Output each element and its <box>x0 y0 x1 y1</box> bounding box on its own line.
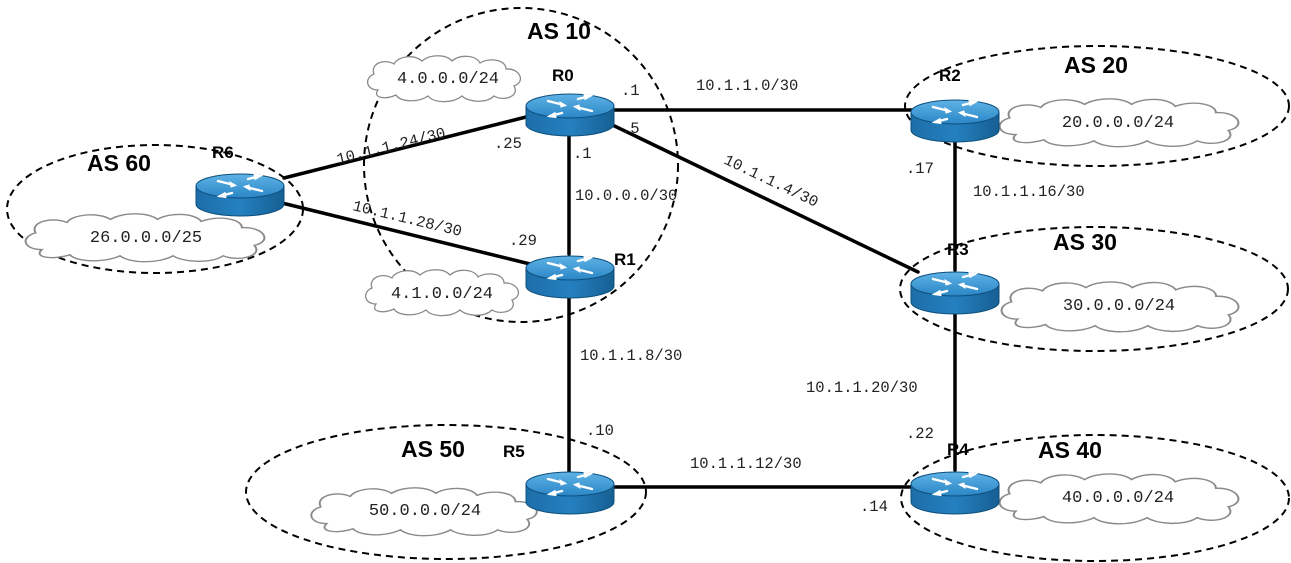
router-r3-label: R3 <box>947 240 969 259</box>
as30-label: AS 30 <box>1053 229 1117 255</box>
link-label-r6-r0: 10.1.1.24/30 <box>335 124 448 168</box>
prefix-as60: 26.0.0.0/25 <box>90 229 202 248</box>
iface-r5-to-r1: .10 <box>586 422 614 440</box>
link-label-r1-r5: 10.1.1.8/30 <box>580 347 682 365</box>
link-label-r0-r1: 10.0.0.0/30 <box>575 187 677 205</box>
as40-boundary <box>900 434 1290 562</box>
prefix-as40: 40.0.0.0/24 <box>1062 489 1174 508</box>
as10-boundary <box>363 7 679 323</box>
as30-boundary <box>899 226 1289 352</box>
router-r2-label: R2 <box>939 66 961 85</box>
router-r2-icon[interactable] <box>909 98 1001 144</box>
router-r6-label: R6 <box>212 143 234 162</box>
link-r6-r0 <box>282 114 532 180</box>
prefix-as50: 50.0.0.0/24 <box>369 502 481 521</box>
as20-boundary <box>904 45 1290 167</box>
iface-r0-to-r1: .1 <box>573 145 592 163</box>
as60-label: AS 60 <box>87 150 151 176</box>
router-r3-icon[interactable] <box>909 270 1001 316</box>
link-label-r5-r4: 10.1.1.12/30 <box>690 455 802 473</box>
router-r6-icon[interactable] <box>194 172 286 218</box>
iface-r4-to-r5: .14 <box>860 498 888 516</box>
router-r5-label: R5 <box>503 442 525 461</box>
as50-label: AS 50 <box>401 436 465 462</box>
iface-r0-to-r2: .1 <box>621 82 640 100</box>
prefix-as20: 20.0.0.0/24 <box>1062 114 1174 133</box>
iface-r1-to-r6: .29 <box>509 232 537 250</box>
iface-r4-to-r3: .22 <box>906 425 934 443</box>
router-r4-icon[interactable] <box>909 470 1001 516</box>
link-label-r0-r2: 10.1.1.0/30 <box>696 77 798 95</box>
as10-label: AS 10 <box>527 18 591 44</box>
iface-r0-to-r6: .25 <box>494 135 522 153</box>
router-r4-label: R4 <box>947 440 969 459</box>
router-r1-icon[interactable] <box>524 254 616 300</box>
prefix-as10-a: 4.0.0.0/24 <box>397 70 499 89</box>
link-label-r3-r4: 10.1.1.20/30 <box>806 379 918 397</box>
router-r0-label: R0 <box>552 66 574 85</box>
link-r0-r3 <box>600 118 920 274</box>
as20-label: AS 20 <box>1064 52 1128 78</box>
prefix-as10-b: 4.1.0.0/24 <box>391 285 493 304</box>
router-r5-icon[interactable] <box>524 470 616 516</box>
iface-r2-to-r3: .17 <box>906 160 934 178</box>
router-r1-label: R1 <box>614 250 636 269</box>
iface-r0-to-r3: .5 <box>621 120 640 138</box>
link-r6-r1 <box>276 200 532 266</box>
as50-boundary <box>245 424 647 560</box>
prefix-as30: 30.0.0.0/24 <box>1063 297 1175 316</box>
as40-label: AS 40 <box>1038 437 1102 463</box>
router-r0-icon[interactable] <box>524 92 616 138</box>
link-label-r2-r3: 10.1.1.16/30 <box>973 183 1085 201</box>
